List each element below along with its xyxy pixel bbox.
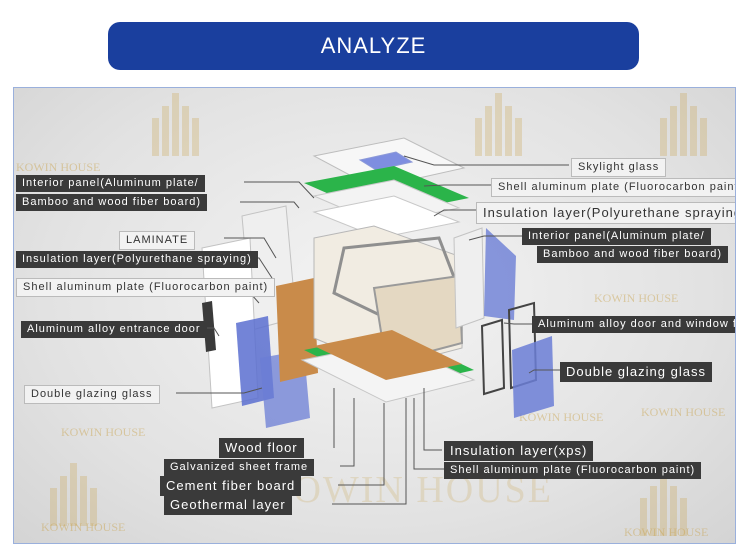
label-interior-panel-left-2: Bamboo and wood fiber board) (16, 194, 208, 211)
label-wood-floor: Wood floor (219, 438, 304, 458)
right-double-glazing (512, 336, 554, 418)
label-shell-aluminum-bottom: Shell aluminum plate (Fluorocarbon paint… (444, 462, 702, 479)
diagram-frame: KOWIN HOUSE KOWIN HOUSE KOWIN HOUSE KOWI… (13, 87, 736, 544)
label-shell-aluminum-top: Shell aluminum plate (Fluorocarbon paint… (491, 178, 735, 197)
watermark-logo-icon (640, 473, 687, 536)
label-insulation-xps: Insulation layer(xps) (444, 441, 594, 461)
watermark-logo-icon (152, 93, 199, 156)
label-alu-door-window-frames: Aluminum alloy door and window frames (532, 316, 735, 333)
label-geothermal-layer: Geothermal layer (164, 495, 292, 515)
exploded-cabin-illustration (201, 137, 554, 428)
right-interior-panel (453, 227, 485, 329)
watermark-text: KOWIN HOUSE (641, 405, 726, 419)
entrance-door-handle (202, 301, 216, 352)
right-glass-top (484, 228, 516, 320)
label-insulation-pu-right: Insulation layer(Polyurethane spraying) (476, 202, 735, 224)
label-interior-panel-right-2: Bamboo and wood fiber board) (537, 246, 729, 263)
watermark-text: KOWIN HOUSE (16, 160, 101, 174)
title-banner: ANALYZE (108, 22, 639, 70)
watermark-logo-icon (660, 93, 707, 156)
label-skylight-glass: Skylight glass (571, 158, 667, 177)
wood-wall-panel (276, 278, 318, 382)
label-insulation-pu-left: Insulation layer(Polyurethane spraying) (16, 251, 258, 268)
label-laminate: LAMINATE (119, 231, 196, 250)
label-double-glazing-left: Double glazing glass (24, 385, 160, 404)
watermark-text: KOWIN HOUSE (61, 425, 146, 439)
wood-floor (314, 330, 462, 380)
label-cement-fiber-board: Cement fiber board (160, 476, 302, 496)
watermark-logo-icon (50, 463, 97, 526)
label-interior-panel-right-1: Interior panel(Aluminum plate/ (522, 228, 711, 245)
watermark-text: KOWIN HOUSE (624, 525, 709, 539)
label-alu-entrance-door: Aluminum alloy entrance door (21, 321, 207, 338)
label-galvanized-frame: Galvanized sheet frame (164, 459, 315, 476)
watermark-text: KOWIN HOUSE (41, 520, 126, 534)
watermark-text: KOWIN HOUSE (594, 291, 679, 305)
label-interior-panel-left-1: Interior panel(Aluminum plate/ (16, 175, 205, 192)
label-shell-aluminum-left: Shell aluminum plate (Fluorocarbon paint… (16, 278, 276, 297)
watermark-text: KOWIN HOUSE (519, 410, 604, 424)
right-door-frame (480, 318, 506, 396)
skylight-glass (358, 151, 414, 171)
watermark-logo-icon (475, 93, 522, 156)
leader-lines (176, 155, 569, 505)
label-double-glazing-right: Double glazing glass (560, 362, 712, 382)
banner-title: ANALYZE (320, 33, 427, 58)
